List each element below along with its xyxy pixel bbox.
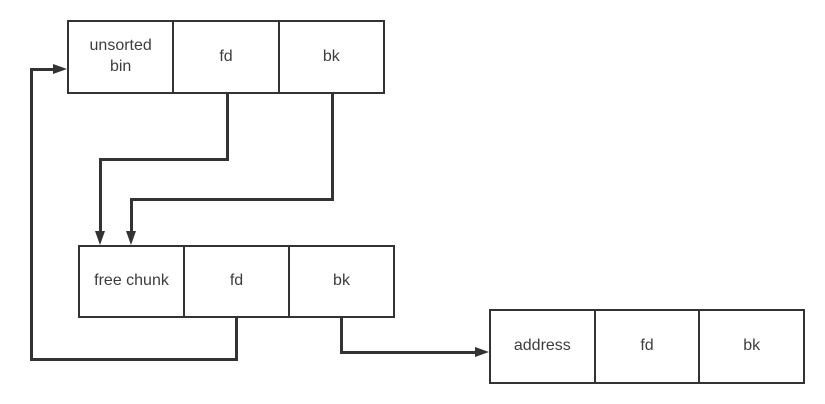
cell-unsorted-bin-fd: fd: [172, 22, 277, 92]
edge-freechunkfd-to-unsortedbin-segment: [30, 68, 33, 361]
edge-unsortedfd-to-freechunk-segment: [99, 158, 102, 233]
free-chunk-label: free chunk: [94, 272, 169, 290]
edge-unsortedfd-to-freechunk-segment: [226, 92, 229, 161]
edge-unsortedfd-to-freechunk-segment: [99, 158, 229, 161]
unsorted-bin-label: unsorted bin: [89, 37, 152, 75]
edge-unsortedbk-to-freechunk-segment: [331, 92, 334, 201]
node-free-chunk: free chunk fd bk: [78, 245, 395, 318]
edge-freechunkfd-to-unsortedbin-segment: [30, 358, 238, 361]
edge-freechunkbk-to-address-segment: [340, 316, 343, 354]
cell-unsorted-bin-title: unsorted bin: [69, 22, 172, 92]
cell-unsorted-bin-bk: bk: [277, 22, 383, 92]
free-chunk-fd-label: fd: [229, 272, 244, 290]
node-address: address fd bk: [489, 309, 805, 384]
edge-freechunkfd-to-unsortedbin-segment: [30, 68, 54, 71]
free-chunk-bk-label: bk: [333, 272, 350, 290]
node-unsorted-bin: unsorted bin fd bk: [67, 20, 385, 94]
edge-freechunkfd-to-unsortedbin-segment: [235, 316, 238, 361]
cell-free-chunk-bk: bk: [288, 247, 393, 316]
arrowhead-down-icon: [126, 231, 136, 245]
address-label: address: [513, 337, 571, 355]
address-bk-label: bk: [743, 337, 761, 355]
cell-free-chunk-title: free chunk: [80, 247, 183, 316]
arrowhead-down-icon: [95, 231, 105, 245]
address-fd-label: fd: [640, 337, 654, 355]
edge-freechunkbk-to-address-segment: [340, 351, 476, 354]
edge-unsortedbk-to-freechunk-segment: [130, 198, 133, 233]
edge-unsortedbk-to-freechunk-segment: [130, 198, 334, 201]
cell-address-bk: bk: [698, 311, 803, 382]
arrowhead-right-icon: [53, 64, 67, 74]
cell-free-chunk-fd: fd: [183, 247, 288, 316]
arrowhead-right-icon: [475, 347, 489, 357]
unsorted-bin-fd-label: fd: [219, 47, 233, 65]
cell-address-fd: fd: [593, 311, 699, 382]
cell-address-title: address: [491, 311, 594, 382]
unsorted-bin-bk-label: bk: [322, 47, 340, 65]
